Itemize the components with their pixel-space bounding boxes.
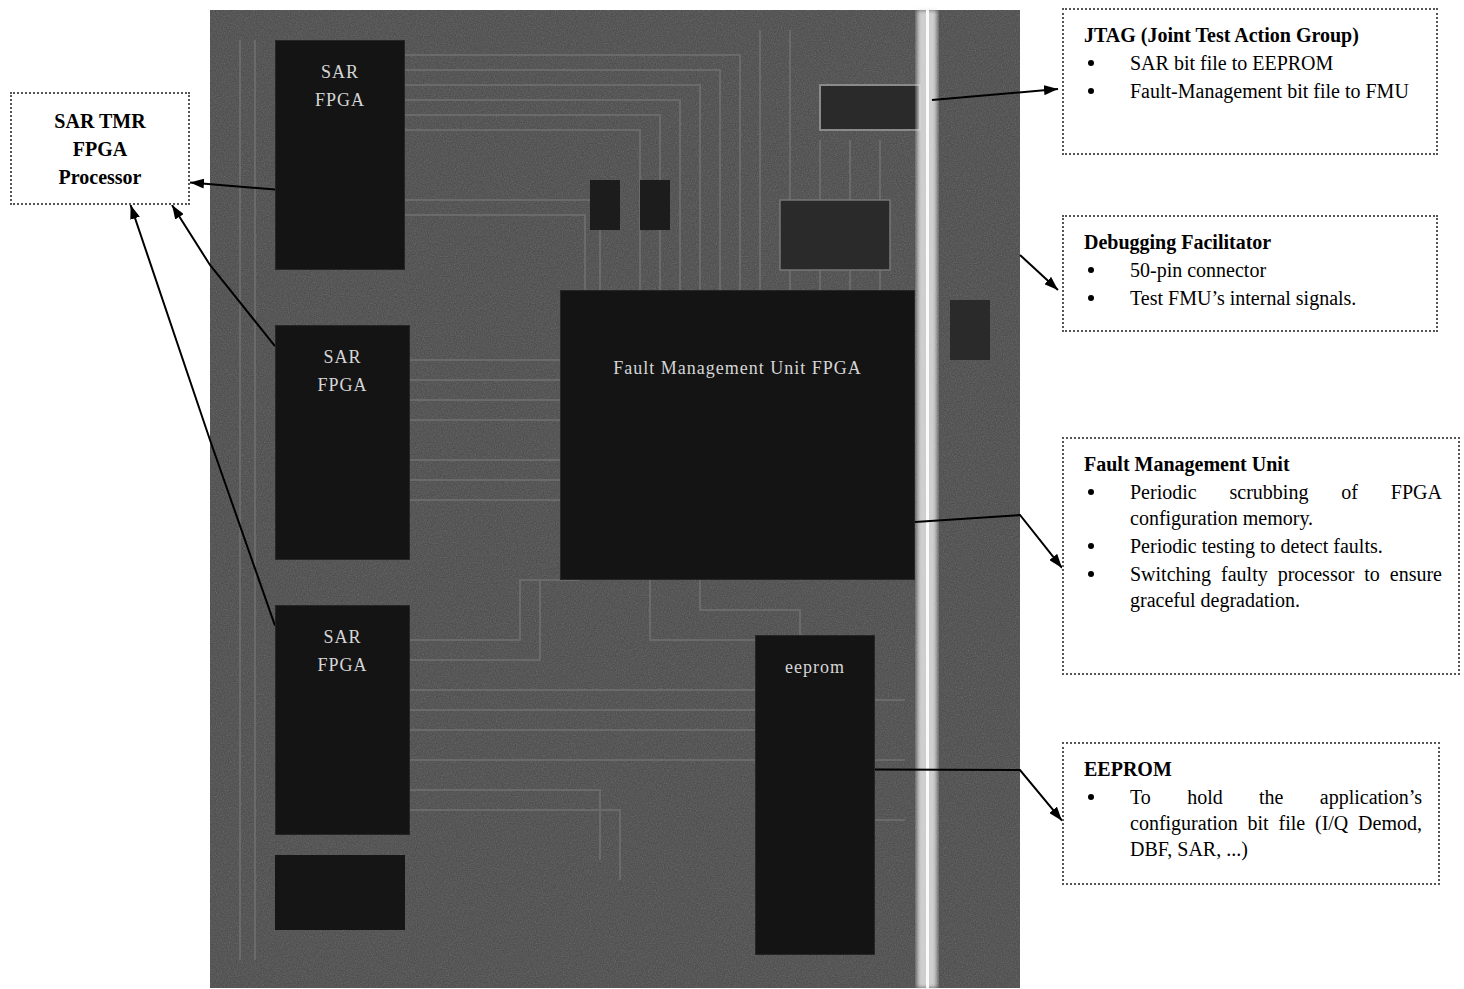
callout-box: Debugging Facilitator50-pin connectorTes… — [1062, 215, 1438, 332]
bullet-item: Switching faulty processor to ensure gra… — [1084, 561, 1442, 613]
bullet-dot — [1088, 543, 1094, 549]
leader-line — [1020, 255, 1058, 290]
bullet-space — [1084, 50, 1130, 76]
fpga-chip: SAR FPGA — [275, 605, 410, 835]
arrow-connector — [131, 205, 275, 626]
component — [590, 180, 620, 230]
callout-heading: Fault Management Unit — [1084, 451, 1442, 477]
bullet-item: Periodic scrubbing of FPGA configuration… — [1084, 479, 1442, 531]
bullet-space — [1084, 479, 1130, 505]
bullet-item: SAR bit file to EEPROM — [1084, 50, 1420, 76]
bullet-space — [1084, 257, 1130, 283]
leader-line — [932, 89, 1058, 100]
arrow-connector — [190, 182, 275, 189]
fpga-chip: Fault Management Unit FPGA — [560, 290, 915, 580]
bullet-dot — [1088, 60, 1094, 66]
small-chip — [275, 855, 405, 930]
board — [210, 10, 1020, 988]
debug-connector — [780, 200, 890, 270]
bullet-item: Fault-Management bit file to FMU — [1084, 78, 1420, 104]
bullet-dot — [1088, 88, 1094, 94]
chip-label: SAR FPGA — [308, 344, 378, 400]
callout-box: EEPROMTo hold the application’s configur… — [1062, 742, 1440, 885]
eeprom-chip: eeprom — [755, 635, 875, 955]
callout-heading: JTAG (Joint Test Action Group) — [1084, 22, 1420, 48]
bullet-dot — [1088, 794, 1094, 800]
component — [950, 300, 990, 360]
bullet-text: Switching faulty processor to ensure gra… — [1130, 561, 1442, 613]
arrow-connector — [172, 205, 275, 346]
chip-label: SAR FPGA — [305, 59, 375, 115]
chip-label: eeprom — [765, 654, 865, 682]
bullet-item: Test FMU’s internal signals. — [1084, 285, 1420, 311]
bullet-space — [1084, 533, 1130, 559]
callout-box: SAR TMR FPGA Processor — [10, 92, 190, 205]
callout-box: JTAG (Joint Test Action Group)SAR bit fi… — [1062, 8, 1438, 155]
chip-label: SAR FPGA — [308, 624, 378, 680]
bullet-space — [1084, 285, 1130, 311]
bullet-text: Periodic testing to detect faults. — [1130, 533, 1442, 559]
bullet-space — [1084, 784, 1130, 810]
bullet-space — [1084, 561, 1130, 587]
callout-box: Fault Management UnitPeriodic scrubbing … — [1062, 437, 1460, 675]
arrow-connector — [915, 515, 1062, 568]
light-stripe — [917, 10, 937, 988]
board-texture — [210, 10, 1020, 988]
jtag-connector — [820, 85, 920, 130]
light-stripe — [926, 10, 929, 988]
bullet-dot — [1088, 267, 1094, 273]
bullet-item: 50-pin connector — [1084, 257, 1420, 283]
callout-text: SAR TMR FPGA Processor — [44, 107, 156, 191]
bullet-text: Fault-Management bit file to FMU — [1130, 78, 1420, 104]
bullet-text: Test FMU’s internal signals. — [1130, 285, 1420, 311]
fpga-chip: SAR FPGA — [275, 40, 405, 270]
fpga-chip: SAR FPGA — [275, 325, 410, 560]
bullet-text: To hold the application’s configuration … — [1130, 784, 1422, 862]
bullet-item: To hold the application’s configuration … — [1084, 784, 1422, 862]
arrow-connector — [875, 769, 1062, 820]
bullet-space — [1084, 78, 1130, 104]
bullet-text: 50-pin connector — [1130, 257, 1420, 283]
bullet-dot — [1088, 571, 1094, 577]
callout-heading: Debugging Facilitator — [1084, 229, 1420, 255]
bullet-dot — [1088, 295, 1094, 301]
callout-heading: EEPROM — [1084, 756, 1422, 782]
bullet-dot — [1088, 489, 1094, 495]
component — [640, 180, 670, 230]
bullet-item: Periodic testing to detect faults. — [1084, 533, 1442, 559]
bullet-text: Periodic scrubbing of FPGA configuration… — [1130, 479, 1442, 531]
bullet-text: SAR bit file to EEPROM — [1130, 50, 1420, 76]
chip-label: Fault Management Unit FPGA — [603, 355, 873, 383]
